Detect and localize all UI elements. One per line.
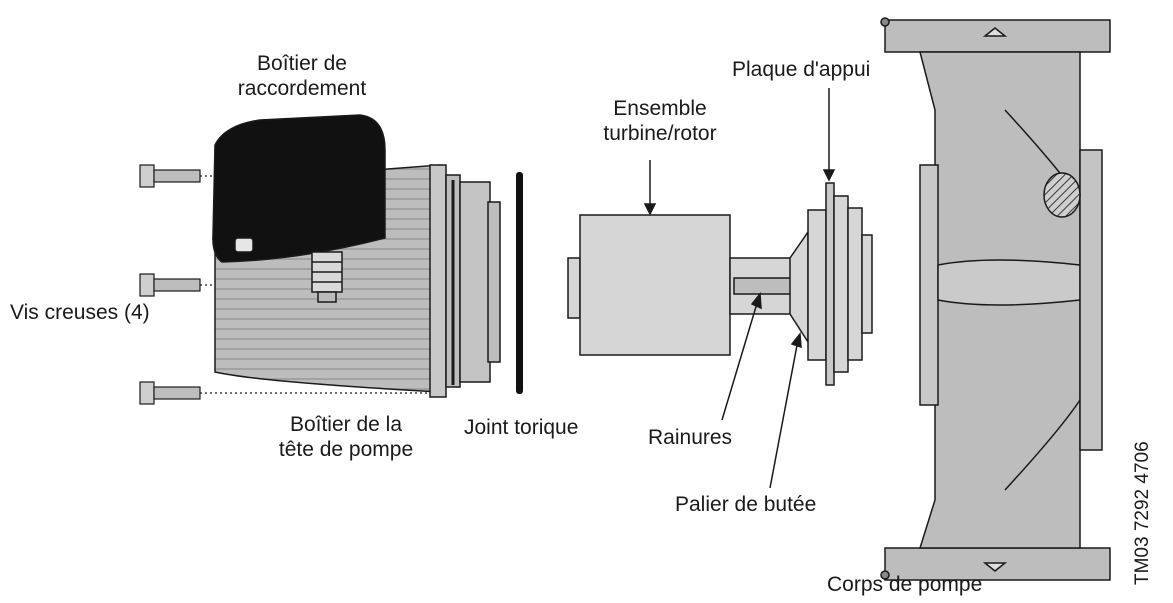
label-connection-box: Boîtier de raccordement [222,51,382,101]
pump-housing [880,17,1111,581]
label-o-ring: Joint torique [464,416,579,439]
label-pump-head-line2: tête de pompe [278,438,414,461]
leader-arrows [643,88,836,489]
label-pump-housing: Corps de pompe [827,573,983,596]
screw-top [139,164,201,188]
label-rotor-line1: Ensemble [613,97,707,120]
rotor-assembly [567,214,793,356]
o-ring [516,172,523,394]
label-hollow-screws: Vis creuses (4) [10,301,150,324]
screw-middle [139,273,201,297]
thrust-bearing-support [789,182,873,386]
label-connection-box-line2: raccordement [237,77,367,100]
label-support-plate: Plaque d'appui [732,58,871,81]
drawing-code: TM03 7292 4706 [1132,441,1153,585]
label-rotor-line2: turbine/rotor [603,122,717,145]
terminal-box [212,114,386,303]
label-connection-box-line1: Boîtier de [257,52,347,75]
hollow-screws [139,164,201,405]
label-pump-head-line1: Boîtier de la [289,413,403,436]
label-pump-head: Boîtier de la tête de pompe [256,412,436,462]
label-rotor: Ensemble turbine/rotor [585,96,735,146]
screw-bottom [139,381,201,405]
label-thrust-bearing: Palier de butée [675,493,817,516]
label-grooves: Rainures [648,426,733,449]
